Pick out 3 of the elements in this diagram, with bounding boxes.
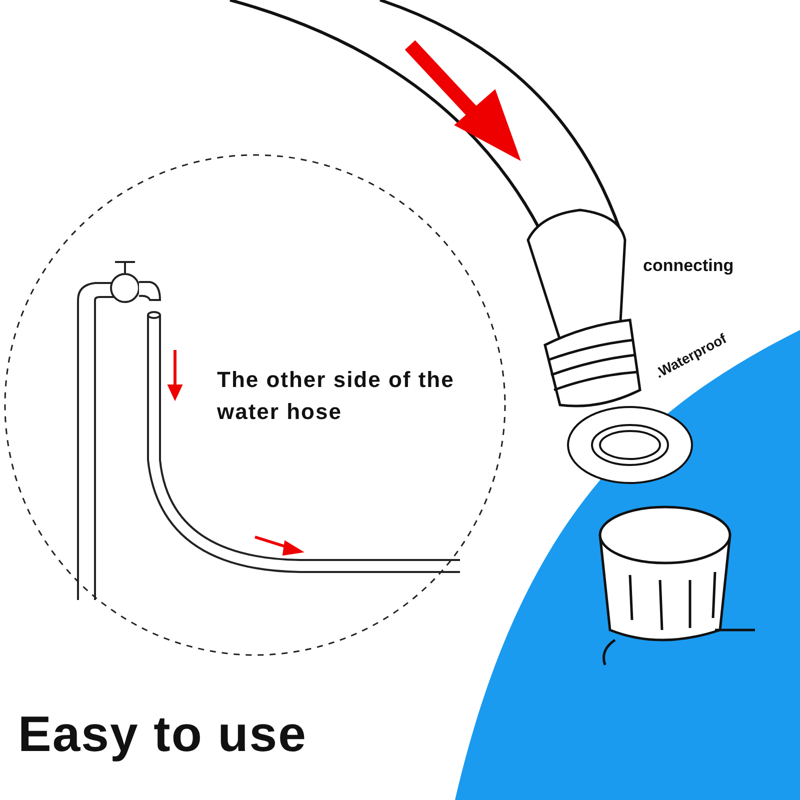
- title-text: Easy to use: [18, 705, 307, 763]
- caption-text: The other side of the water hose: [217, 366, 456, 426]
- part-label: connecting: [643, 256, 734, 276]
